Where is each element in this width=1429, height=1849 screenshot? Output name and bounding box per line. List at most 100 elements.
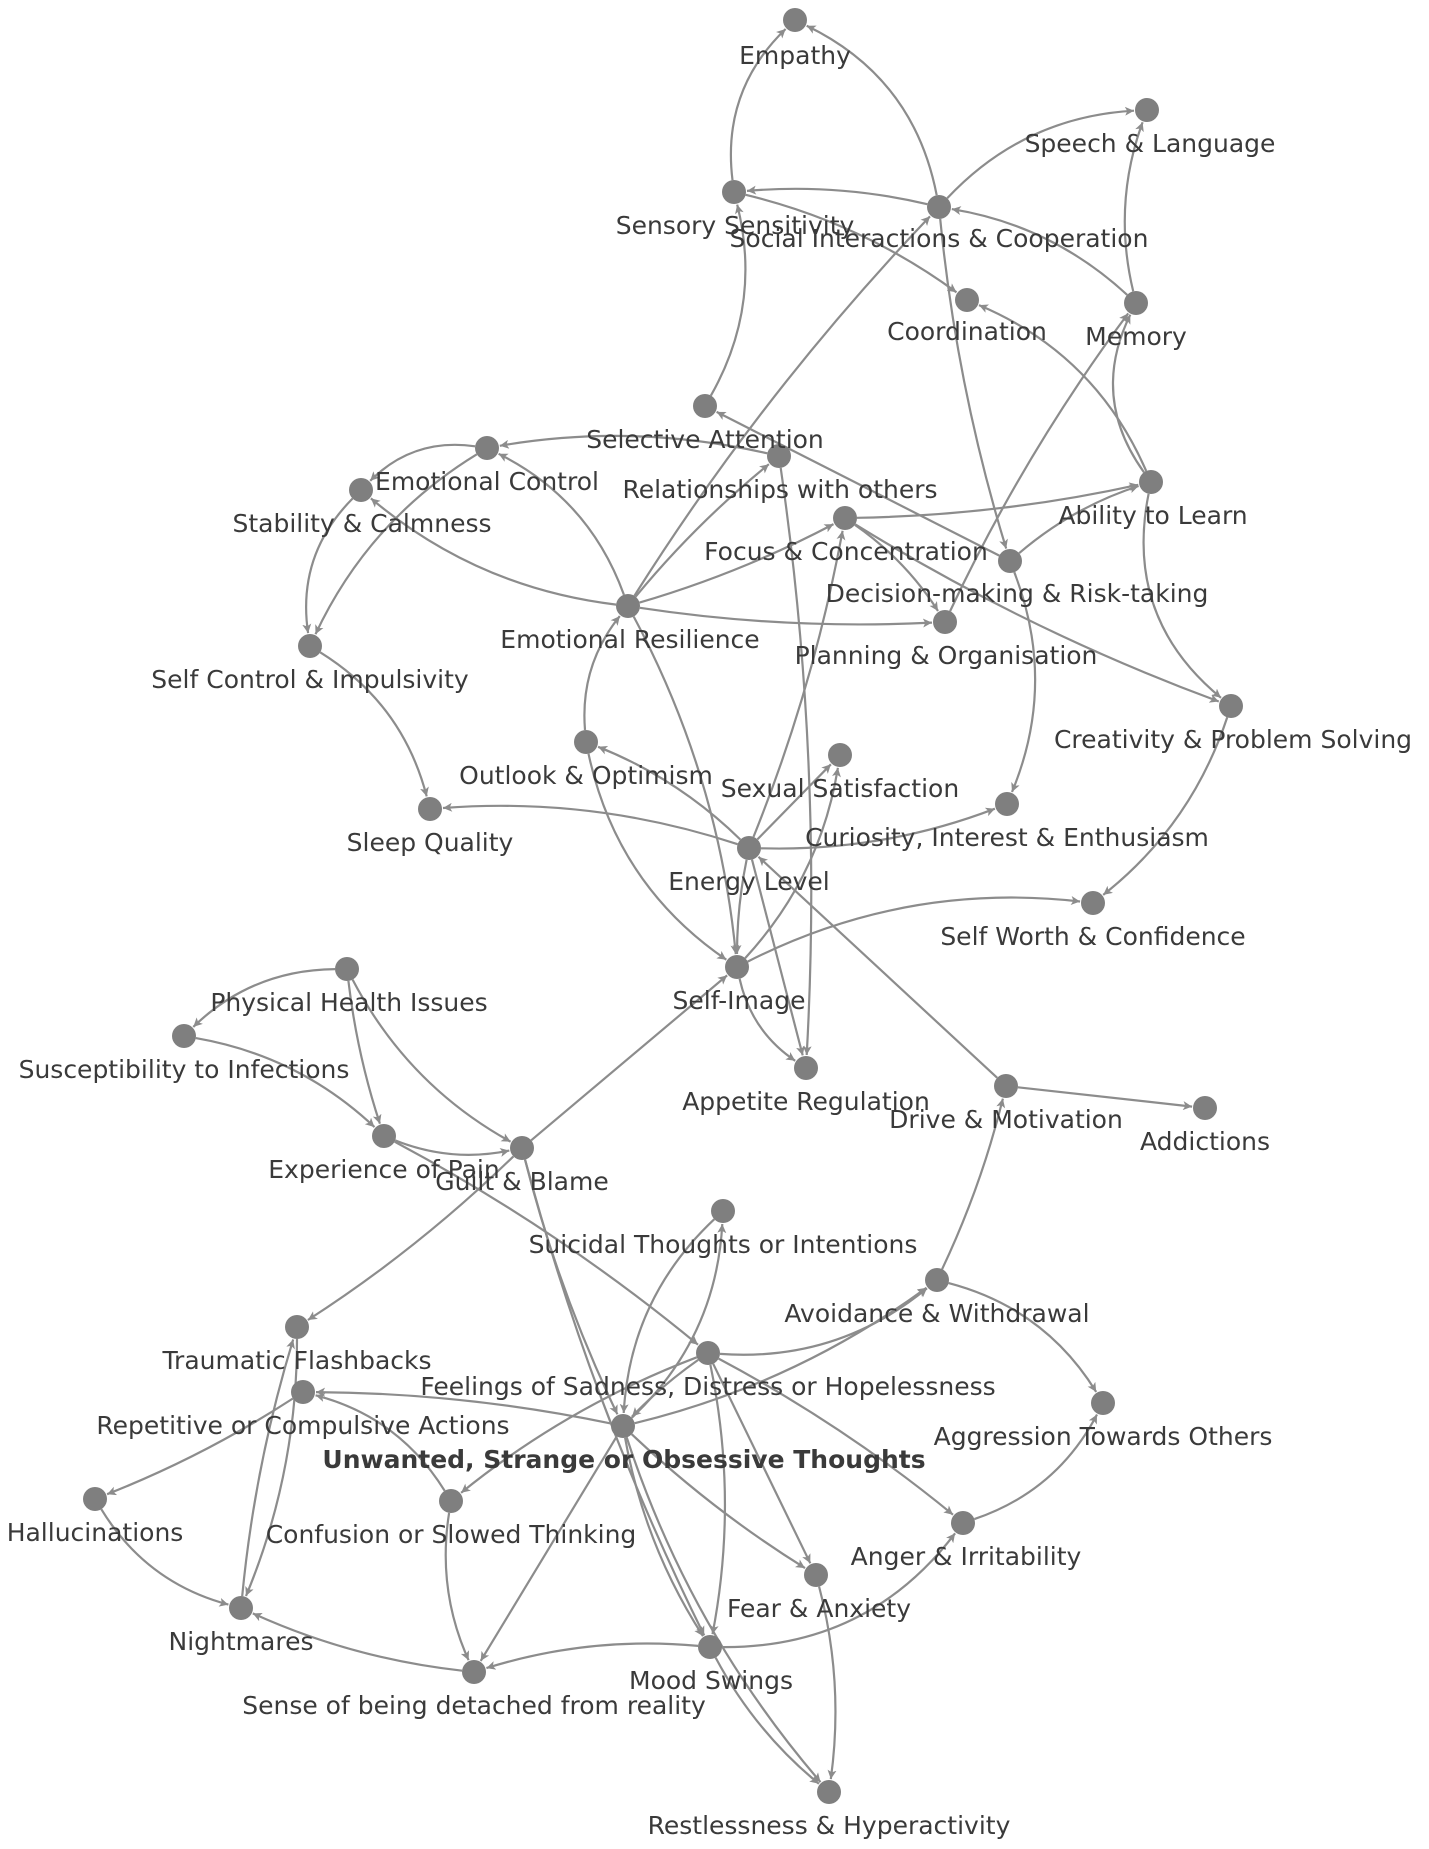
node-drive-and-motivation[interactable] <box>994 1074 1018 1098</box>
edge-sensory-sensitivity-to-empathy <box>729 28 787 181</box>
label-memory: Memory <box>1085 322 1187 351</box>
edge-emotional-resilience-to-planning-and-organisation <box>639 606 933 628</box>
edge-decision-making-and-risk-taking-to-selective-attention <box>716 410 1000 557</box>
label-energy-level: Energy Level <box>668 867 829 896</box>
edge-decision-making-and-risk-taking-to-ability-to-learn <box>1018 484 1139 555</box>
node-appetite-regulation[interactable] <box>794 1056 818 1080</box>
edge-feelings-of-sadness-distress-or-hopelessness-to-unwanted-strange-or-obsessive-thoughts <box>631 1358 699 1418</box>
node-speech-and-language[interactable] <box>1135 98 1159 122</box>
node-suicidal-thoughts-or-intentions[interactable] <box>711 1199 735 1223</box>
node-repetitive-or-compulsive-actions[interactable] <box>291 1380 315 1404</box>
edge-stability-and-calmness-to-self-control-and-impulsivity <box>302 497 354 634</box>
node-sensory-sensitivity[interactable] <box>722 180 746 204</box>
edge-energy-level-to-sexual-satisfaction <box>756 763 832 841</box>
node-social-interactions-and-cooperation[interactable] <box>927 195 951 219</box>
edge-traumatic-flashbacks-to-nightmares <box>244 1338 299 1597</box>
node-sexual-satisfaction[interactable] <box>828 743 852 767</box>
node-mood-swings[interactable] <box>698 1635 722 1659</box>
label-hallucinations: Hallucinations <box>7 1518 184 1547</box>
node-focus-and-concentration[interactable] <box>833 506 857 530</box>
edge-feelings-of-sadness-distress-or-hopelessness-to-avoidance-and-withdrawal <box>719 1287 928 1356</box>
edge-guilt-and-blame-to-traumatic-flashbacks <box>307 1155 515 1321</box>
edge-unwanted-strange-or-obsessive-thoughts-to-fear-and-anxiety <box>630 1433 806 1570</box>
label-emotional-resilience: Emotional Resilience <box>500 625 759 654</box>
edge-mood-swings-to-anger-and-irritability <box>721 1532 956 1649</box>
edge-emotional-resilience-to-self-image <box>632 616 740 955</box>
node-ability-to-learn[interactable] <box>1139 470 1163 494</box>
node-memory[interactable] <box>1124 291 1148 315</box>
label-fear-and-anxiety: Fear & Anxiety <box>727 1594 911 1623</box>
edge-experience-of-pain-to-guilt-and-blame <box>394 1139 510 1157</box>
edge-selective-attention-to-sensory-sensitivity <box>709 204 747 397</box>
label-traumatic-flashbacks: Traumatic Flashbacks <box>161 1346 431 1375</box>
node-guilt-and-blame[interactable] <box>510 1136 534 1160</box>
edge-confusion-or-slowed-thinking-to-sense-of-being-detached-from-reality <box>444 1512 470 1661</box>
node-coordination[interactable] <box>955 288 979 312</box>
edge-ability-to-learn-to-memory <box>1111 314 1145 473</box>
node-experience-of-pain[interactable] <box>372 1124 396 1148</box>
label-anger-and-irritability: Anger & Irritability <box>851 1542 1082 1571</box>
edge-physical-health-issues-to-guilt-and-blame <box>351 979 512 1143</box>
label-empathy: Empathy <box>739 41 851 70</box>
edge-ability-to-learn-to-creativity-and-problem-solving <box>1142 493 1222 699</box>
edge-guilt-and-blame-to-mood-swings <box>524 1159 706 1636</box>
node-relationships-with-others[interactable] <box>767 444 791 468</box>
node-physical-health-issues[interactable] <box>335 957 359 981</box>
node-addictions[interactable] <box>1193 1096 1217 1120</box>
edge-hallucinations-to-nightmares <box>100 1508 229 1607</box>
node-self-control-and-impulsivity[interactable] <box>298 634 322 658</box>
node-energy-level[interactable] <box>737 836 761 860</box>
node-curiosity-interest-and-enthusiasm[interactable] <box>995 792 1019 816</box>
label-focus-and-concentration: Focus & Concentration <box>704 537 988 566</box>
label-self-image: Self-Image <box>673 986 806 1015</box>
label-unwanted-strange-or-obsessive-thoughts: Unwanted, Strange or Obsessive Thoughts <box>322 1445 925 1474</box>
node-fear-and-anxiety[interactable] <box>804 1563 828 1587</box>
node-self-image[interactable] <box>725 955 749 979</box>
edge-social-interactions-and-cooperation-to-sensory-sensitivity <box>746 185 928 206</box>
node-unwanted-strange-or-obsessive-thoughts[interactable] <box>611 1414 635 1438</box>
edge-social-interactions-and-cooperation-to-decision-making-and-risk-taking <box>939 218 1008 549</box>
edge-emotional-resilience-to-emotional-control <box>498 452 625 596</box>
label-emotional-control: Emotional Control <box>375 467 599 496</box>
node-self-worth-and-confidence[interactable] <box>1081 891 1105 915</box>
node-outlook-and-optimism[interactable] <box>574 730 598 754</box>
node-empathy[interactable] <box>783 8 807 32</box>
node-confusion-or-slowed-thinking[interactable] <box>439 1489 463 1513</box>
node-nightmares[interactable] <box>229 1596 253 1620</box>
label-selective-attention: Selective Attention <box>586 425 824 454</box>
node-susceptibility-to-infections[interactable] <box>172 1024 196 1048</box>
node-avoidance-and-withdrawal[interactable] <box>925 1268 949 1292</box>
node-sleep-quality[interactable] <box>418 797 442 821</box>
node-restlessness-and-hyperactivity[interactable] <box>817 1780 841 1804</box>
edge-feelings-of-sadness-distress-or-hopelessness-to-mood-swings <box>709 1364 727 1635</box>
label-sensory-sensitivity: Sensory Sensitivity <box>616 211 855 240</box>
node-anger-and-irritability[interactable] <box>951 1511 975 1535</box>
label-relationships-with-others: Relationships with others <box>622 475 937 504</box>
node-creativity-and-problem-solving[interactable] <box>1219 694 1243 718</box>
node-hallucinations[interactable] <box>83 1487 107 1511</box>
edge-sensory-sensitivity-to-coordination <box>745 193 958 294</box>
edge-drive-and-motivation-to-energy-level <box>757 855 998 1079</box>
label-decision-making-and-risk-taking: Decision-making & Risk-taking <box>826 579 1209 608</box>
node-planning-and-organisation[interactable] <box>933 610 957 634</box>
nodes-layer <box>83 8 1243 1804</box>
node-emotional-resilience[interactable] <box>616 594 640 618</box>
edge-energy-level-to-sleep-quality <box>442 802 738 846</box>
node-traumatic-flashbacks[interactable] <box>285 1315 309 1339</box>
edge-drive-and-motivation-to-addictions <box>1017 1086 1193 1111</box>
node-stability-and-calmness[interactable] <box>349 478 373 502</box>
node-sense-of-being-detached-from-reality[interactable] <box>462 1660 486 1684</box>
edge-fear-and-anxiety-to-restlessness-and-hyperactivity <box>818 1586 837 1780</box>
label-feelings-of-sadness-distress-or-hopelessness: Feelings of Sadness, Distress or Hopeles… <box>420 1372 995 1401</box>
edge-creativity-and-problem-solving-to-self-worth-and-confidence <box>1102 717 1229 896</box>
label-sleep-quality: Sleep Quality <box>347 828 514 857</box>
node-decision-making-and-risk-taking[interactable] <box>998 549 1022 573</box>
label-outlook-and-optimism: Outlook & Optimism <box>459 761 713 790</box>
edge-feelings-of-sadness-distress-or-hopelessness-to-fear-and-anxiety <box>712 1363 812 1564</box>
node-aggression-towards-others[interactable] <box>1091 1391 1115 1415</box>
edge-emotional-control-to-self-control-and-impulsivity <box>314 453 478 635</box>
node-emotional-control[interactable] <box>475 436 499 460</box>
node-feelings-of-sadness-distress-or-hopelessness[interactable] <box>696 1341 720 1365</box>
node-selective-attention[interactable] <box>693 394 717 418</box>
